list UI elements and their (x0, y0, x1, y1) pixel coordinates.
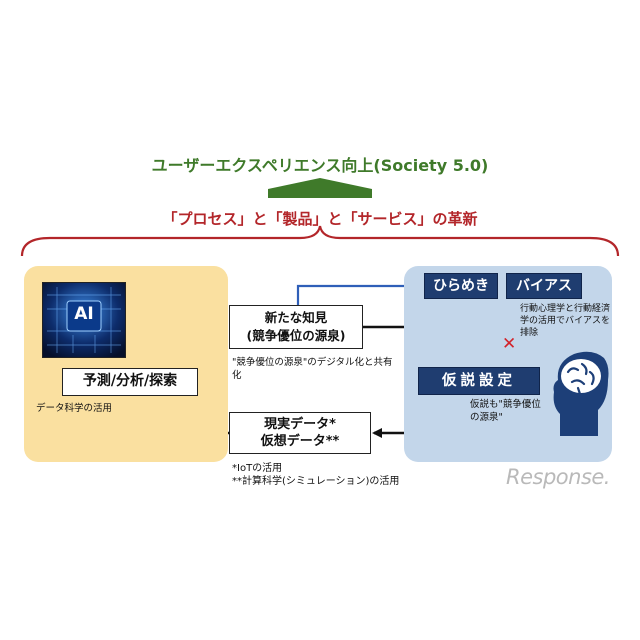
simulation-note: **計算科学(シミュレーション)の活用 (232, 476, 400, 487)
new-knowledge-box: 新たな知見 (競争優位の源泉) (229, 305, 363, 349)
subtitle-text: 「プロセス」と「製品」と「サービス」の革新 (162, 210, 478, 228)
human-brain-icon (550, 344, 610, 438)
bias-box: バイアス (506, 273, 582, 299)
cross-icon: ✕ (502, 334, 517, 354)
ai-label: AI (74, 304, 94, 324)
data-science-note: データ科学の活用 (36, 403, 113, 414)
bias-note: 行動心理学と行動経済学の活用でバイアスを排除 (520, 304, 611, 338)
data-line-1: 現実データ* (264, 417, 336, 432)
red-brace (20, 225, 620, 257)
real-virtual-data-box: 現実データ* 仮想データ** (229, 412, 371, 454)
knowledge-line-1: 新たな知見 (264, 310, 328, 325)
arrow-knowledge-to-flash (296, 281, 423, 305)
knowledge-line-2: (競争優位の源泉) (246, 328, 346, 343)
iot-note: *IoTの活用 (232, 463, 283, 474)
hypothesis-note: 仮説も"競争優位の源泉" (470, 399, 541, 423)
knowledge-note: "競争優位の源泉"のデジタル化と共有化 (232, 357, 393, 381)
hypothesis-box: 仮説設定 (418, 367, 540, 395)
predict-analyze-explore-box: 予測/分析/探索 (62, 368, 198, 396)
data-line-2: 仮想データ** (260, 434, 340, 449)
inspiration-box: ひらめき (424, 273, 498, 299)
ai-chip-image: AI (42, 282, 126, 358)
response-logo: Response. (506, 465, 610, 489)
green-up-arrow (268, 178, 372, 198)
title-text: ユーザーエクスペリエンス向上(Society 5.0) (151, 156, 489, 175)
